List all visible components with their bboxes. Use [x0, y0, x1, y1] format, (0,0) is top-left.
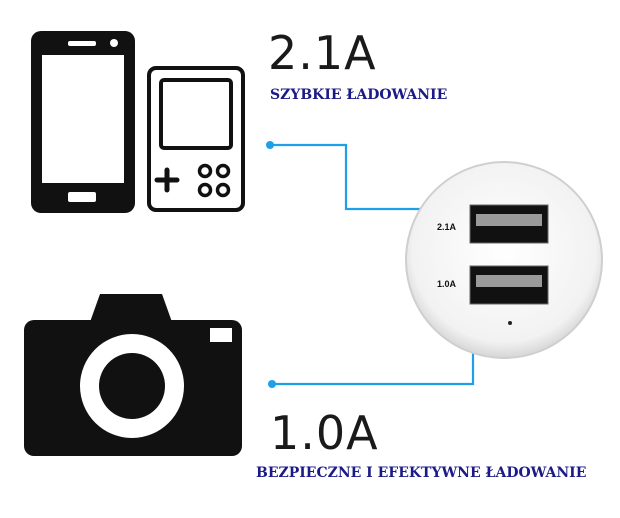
port-label-bottom: 1.0A: [437, 279, 457, 289]
fast-connector-dot: [266, 141, 274, 149]
fast-connector-line: [270, 143, 475, 211]
handheld-console-icon: [147, 66, 245, 212]
fast-current-value: 2.1A: [268, 26, 377, 80]
car-charger-face: [405, 161, 603, 359]
smartphone-icon: [31, 31, 135, 213]
fast-charging-caption: SZYBKIE ŁADOWANIE: [270, 87, 448, 103]
safe-connector-dot: [268, 380, 276, 388]
camera-icon: [24, 294, 242, 456]
safe-charging-caption: BEZPIECZNE I EFEKTYWNE ŁADOWANIE: [256, 465, 587, 481]
led-indicator: [508, 321, 512, 325]
safe-current-value: 1.0A: [270, 406, 379, 460]
port-label-top: 2.1A: [437, 222, 457, 232]
